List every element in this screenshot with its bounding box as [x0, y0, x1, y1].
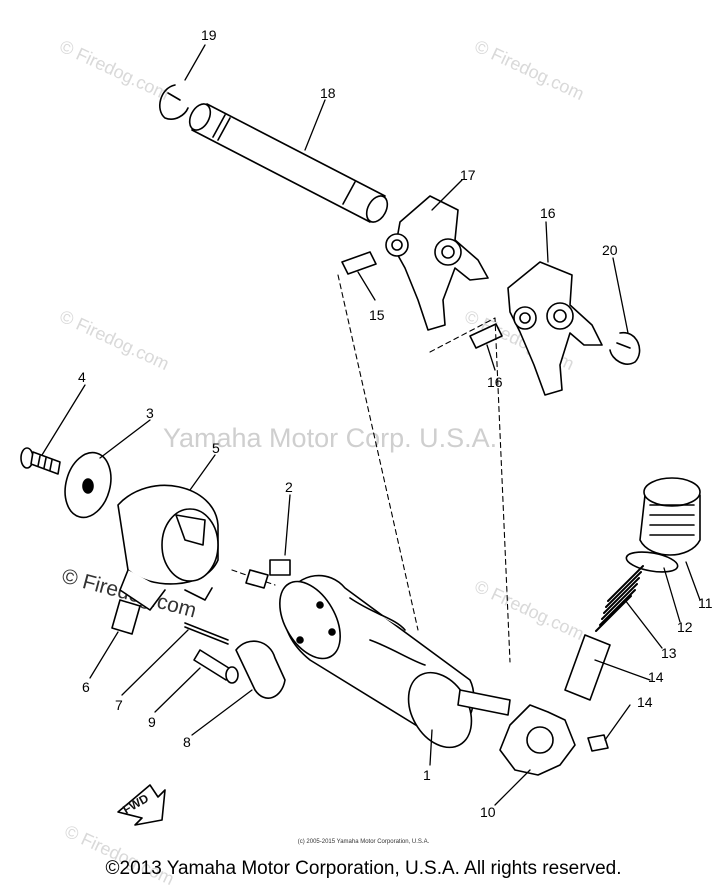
callout-6: 6	[82, 679, 90, 695]
part-16-pin-lower	[469, 323, 503, 349]
part-20-circlip-right	[609, 332, 641, 365]
callout-1: 1	[423, 767, 431, 783]
part-18-shift-fork	[385, 195, 489, 331]
part-2-pin-b	[245, 569, 269, 589]
part-11-cap	[639, 477, 701, 556]
part-9-bolt	[193, 649, 239, 684]
callout-7: 7	[115, 697, 123, 713]
part-14-plunger	[564, 634, 611, 701]
callout-20: 19	[201, 27, 217, 43]
callout-14: 14	[648, 669, 664, 685]
part-6-pin	[111, 599, 141, 635]
part-3-washer	[64, 451, 112, 519]
part-5-segment	[117, 484, 219, 611]
callout-3: 3	[146, 405, 154, 421]
part-17-shift-fork	[507, 261, 603, 396]
callout-18: 17	[460, 167, 476, 183]
part-19-guide-bar	[188, 103, 389, 223]
part-7-spring-pin	[184, 622, 229, 645]
small-copyright: (c) 2005-2015 Yamaha Motor Corporation, …	[297, 839, 430, 845]
dash-guides	[231, 274, 511, 663]
callout-9: 9	[148, 714, 156, 730]
callout-8: 8	[183, 734, 191, 750]
part-16-pin-upper	[341, 251, 377, 275]
part-12-gasket	[625, 551, 679, 573]
callout-4: 4	[78, 369, 86, 385]
callout-2: 2	[285, 479, 293, 495]
part-4-screw	[20, 447, 61, 475]
callout-15: 14	[637, 694, 653, 710]
callout-16-lower: 16	[487, 374, 503, 390]
callout-16: 15	[369, 307, 385, 323]
callout-17: 16	[540, 205, 556, 221]
callout-11: 11	[698, 595, 713, 611]
footer-copyright: ©2013 Yamaha Motor Corporation, U.S.A. A…	[105, 858, 622, 879]
part-13-spring	[595, 565, 644, 632]
part-8-stopper-lever	[235, 640, 286, 699]
callout-5: 5	[212, 440, 220, 456]
callout-20-right: 20	[602, 242, 618, 258]
leader-lines	[41, 44, 701, 806]
part-2-pin	[269, 559, 291, 576]
part-20-circlip-top	[159, 84, 189, 120]
callout-numbers: 19 18 17 16 20 15 16 4 3 5 2 6 7 9 8 1 1…	[78, 27, 713, 820]
callout-13: 13	[661, 645, 677, 661]
part-10-star-cam	[499, 704, 576, 776]
callout-12: 12	[677, 619, 693, 635]
part-15-pin	[587, 734, 609, 752]
watermark-center: Yamaha Motor Corp. U.S.A.	[163, 423, 498, 453]
fwd-arrow-icon	[117, 784, 166, 826]
part-1-shift-drum	[279, 574, 511, 749]
callout-19: 18	[320, 85, 336, 101]
callout-10: 10	[480, 804, 496, 820]
